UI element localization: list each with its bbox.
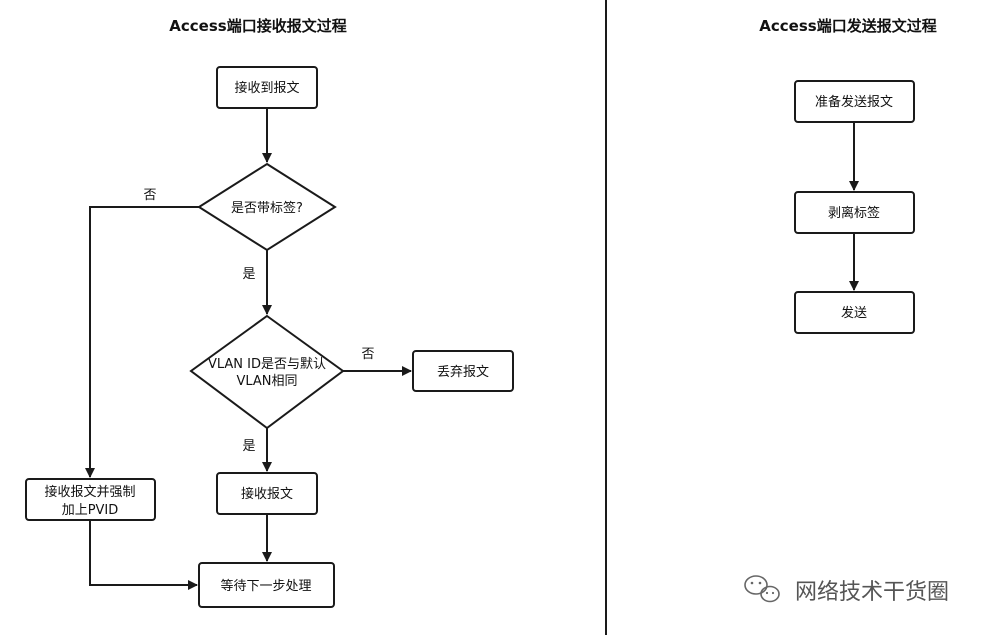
node-wait: 等待下一步处理 bbox=[198, 562, 335, 608]
watermark: 网络技术干货圈 bbox=[744, 575, 949, 605]
node-vlan-decision: VLAN ID是否与默认 VLAN相同 bbox=[189, 314, 345, 430]
svg-text:等待下一步处理: 等待下一步处理 bbox=[220, 578, 311, 594]
svg-text:丢弃报文: 丢弃报文 bbox=[437, 365, 489, 380]
right-title: Access端口发送报文过程 bbox=[759, 17, 936, 35]
node-send: 发送 bbox=[794, 291, 915, 334]
svg-text:剥离标签: 剥离标签 bbox=[828, 205, 880, 221]
left-connectors bbox=[85, 108, 412, 590]
node-discard: 丢弃报文 bbox=[412, 350, 514, 392]
node-accept: 接收报文 bbox=[216, 472, 318, 515]
edge-label-vlan-yes: 是 bbox=[242, 439, 255, 454]
edge-label-vlan-no: 否 bbox=[361, 347, 374, 362]
wechat-icon bbox=[744, 575, 780, 603]
svg-text:接收报文: 接收报文 bbox=[241, 486, 293, 502]
svg-text:是否带标签?: 是否带标签? bbox=[231, 200, 303, 216]
node-prepare: 准备发送报文 bbox=[794, 80, 915, 123]
svg-text:接收到报文: 接收到报文 bbox=[234, 80, 299, 96]
node-strip: 剥离标签 bbox=[794, 191, 915, 234]
svg-text:接收报文并强制: 接收报文并强制 bbox=[44, 484, 135, 500]
edge-label-tagged-yes: 是 bbox=[242, 267, 255, 282]
svg-text:VLAN相同: VLAN相同 bbox=[236, 374, 297, 389]
edge-force-to-wait bbox=[89, 520, 198, 590]
svg-text:加上PVID: 加上PVID bbox=[62, 503, 119, 518]
edge-label-tagged-no: 否 bbox=[143, 188, 156, 203]
svg-text:发送: 发送 bbox=[841, 305, 867, 321]
svg-text:准备发送报文: 准备发送报文 bbox=[815, 94, 893, 110]
node-force-pvid: 接收报文并强制 加上PVID bbox=[25, 478, 156, 521]
node-tagged-decision: 是否带标签? bbox=[197, 162, 337, 252]
edge-tagged-no bbox=[85, 206, 199, 478]
node-receive: 接收到报文 bbox=[216, 66, 318, 109]
svg-text:VLAN ID是否与默认: VLAN ID是否与默认 bbox=[208, 356, 326, 372]
watermark-text: 网络技术干货圈 bbox=[795, 580, 949, 605]
left-title: Access端口接收报文过程 bbox=[169, 17, 346, 35]
